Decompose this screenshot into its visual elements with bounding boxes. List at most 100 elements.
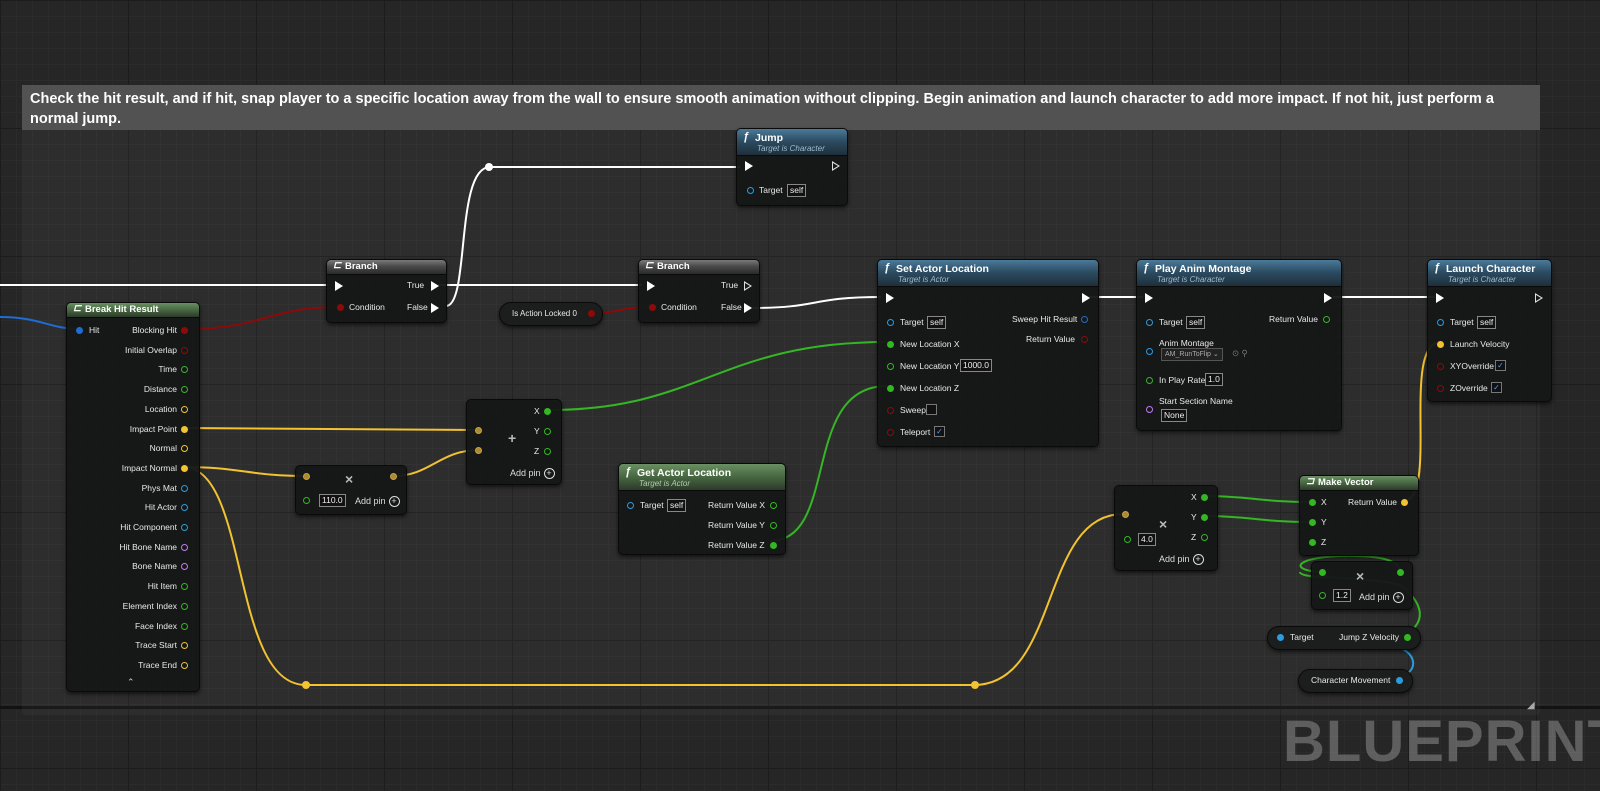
object-out-pin[interactable] [1396,677,1403,684]
break-hit-output-pin[interactable] [181,405,188,413]
exec-in-pin[interactable] [1436,293,1444,303]
launch-character-node[interactable]: ƒ Launch Character Target is Character T… [1427,259,1552,402]
sweep-hit-pin[interactable] [1081,316,1088,323]
target-pin[interactable] [627,502,634,509]
multiply-node-2[interactable]: × X Y Z 4.0 Add pin+ [1114,485,1218,571]
exec-in-pin[interactable] [886,293,894,303]
browse-icon[interactable]: ⊙ ⚲ [1232,348,1248,358]
character-movement-node[interactable]: Character Movement [1298,669,1413,693]
add-node[interactable]: + X Y Z Add pin+ [466,399,562,485]
return-pin[interactable] [1323,316,1330,323]
make-vector-header[interactable]: ⊐ Make Vector [1300,476,1418,491]
velocity-pin[interactable] [1437,341,1444,348]
branch-node-header[interactable]: ⊏ Branch [327,260,446,275]
result-pin[interactable] [1397,569,1404,576]
z-override-pin[interactable] [1437,385,1444,392]
false-exec-pin[interactable] [431,303,439,313]
teleport-checkbox[interactable]: ✓ [934,426,945,437]
z-out-pin[interactable] [544,448,551,455]
false-exec-pin[interactable] [744,303,752,313]
return-pin[interactable] [1401,499,1408,506]
get-actor-location-node[interactable]: ƒ Get Actor Location Target is Actor Tar… [618,463,786,555]
get-actor-location-header[interactable]: ƒ Get Actor Location Target is Actor [619,464,785,491]
z-out-pin[interactable] [1201,534,1208,541]
y-in-pin[interactable] [1309,519,1316,526]
multiplier-value[interactable]: 1.2 [1333,589,1351,602]
break-hit-output-pin[interactable] [181,425,188,433]
break-hit-output-pin[interactable] [181,563,188,571]
x-out-pin[interactable] [1201,494,1208,501]
jump-node[interactable]: ƒ Jump Target is Character Target self [736,128,848,206]
bool-out-pin[interactable] [588,310,595,317]
exec-in-pin[interactable] [335,281,343,291]
play-anim-montage-header[interactable]: ƒ Play Anim Montage Target is Character [1137,260,1341,287]
new-y-value[interactable]: 1000.0 [960,359,992,372]
condition-pin[interactable] [649,304,656,311]
make-vector-node[interactable]: ⊐ Make Vector X Y Z Return Value [1299,475,1419,556]
branch-node-1[interactable]: ⊏ Branch True Condition False [326,259,447,323]
input-b-pin[interactable] [1319,592,1326,599]
add-pin-button[interactable]: Add pin+ [355,496,400,507]
comment-resize-handle[interactable]: ◢ [1527,700,1535,711]
return-y-pin[interactable] [770,522,777,529]
add-pin-button[interactable]: Add pin+ [1359,592,1404,603]
multiply-node-3[interactable]: × 1.2 Add pin+ [1311,561,1413,610]
exec-in-pin[interactable] [745,161,753,171]
break-hit-output-pin[interactable] [181,661,188,669]
target-value[interactable]: self [927,316,947,329]
break-hit-output-pin[interactable] [181,543,188,551]
new-z-pin[interactable] [887,385,894,392]
condition-pin[interactable] [337,304,344,311]
break-hit-output-pin[interactable] [181,386,188,394]
comment-text[interactable]: Check the hit result, and if hit, snap p… [30,91,1494,127]
target-pin[interactable] [887,319,894,326]
target-value[interactable]: self [667,499,687,512]
rate-value[interactable]: 1.0 [1205,373,1223,386]
jump-node-header[interactable]: ƒ Jump Target is Character [737,129,847,156]
section-pin[interactable] [1146,406,1153,413]
exec-in-pin[interactable] [1145,293,1153,303]
target-value[interactable]: self [787,184,807,197]
branch-node-2[interactable]: ⊏ Branch True Condition False [638,259,760,323]
break-hit-output-pin[interactable] [181,366,188,374]
collapse-chevron-icon[interactable]: ⌃ [127,677,135,687]
multiplier-value[interactable]: 110.0 [319,494,346,507]
launch-character-header[interactable]: ƒ Launch Character Target is Character [1428,260,1551,287]
hit-input-pin[interactable] [76,327,83,334]
return-pin[interactable] [1081,336,1088,343]
true-exec-pin[interactable] [744,281,752,291]
input-a-pin[interactable] [1122,511,1129,518]
target-value[interactable]: self [1477,316,1497,329]
exec-out-pin[interactable] [1324,293,1332,303]
new-x-pin[interactable] [887,341,894,348]
break-hit-output-pin[interactable] [181,504,188,512]
target-pin[interactable] [1437,319,1444,326]
add-pin-button[interactable]: Add pin+ [1159,554,1204,565]
exec-out-pin[interactable] [832,161,840,171]
break-hit-output-pin[interactable] [181,464,188,472]
xy-override-pin[interactable] [1437,363,1444,370]
return-z-pin[interactable] [770,542,777,549]
target-pin[interactable] [747,187,754,194]
y-out-pin[interactable] [544,428,551,435]
x-in-pin[interactable] [1309,499,1316,506]
return-x-pin[interactable] [770,502,777,509]
input-b-pin[interactable] [1124,536,1131,543]
exec-out-pin[interactable] [1082,293,1090,303]
break-hit-output-pin[interactable] [181,327,188,334]
x-out-pin[interactable] [544,408,551,415]
sweep-checkbox[interactable] [926,404,937,415]
z-in-pin[interactable] [1309,539,1316,546]
sweep-pin[interactable] [887,407,894,414]
jump-z-velocity-node[interactable]: Target Jump Z Velocity [1267,626,1421,650]
branch-node-header[interactable]: ⊏ Branch [639,260,759,275]
target-pin[interactable] [1277,634,1284,641]
new-y-pin[interactable] [887,363,894,370]
break-hit-output-pin[interactable] [181,445,188,453]
set-actor-location-node[interactable]: ƒ Set Actor Location Target is Actor Tar… [877,259,1099,447]
break-hit-output-pin[interactable] [181,583,188,591]
break-hit-output-pin[interactable] [181,346,188,354]
input-a-pin[interactable] [303,473,310,480]
break-hit-output-pin[interactable] [181,622,188,630]
